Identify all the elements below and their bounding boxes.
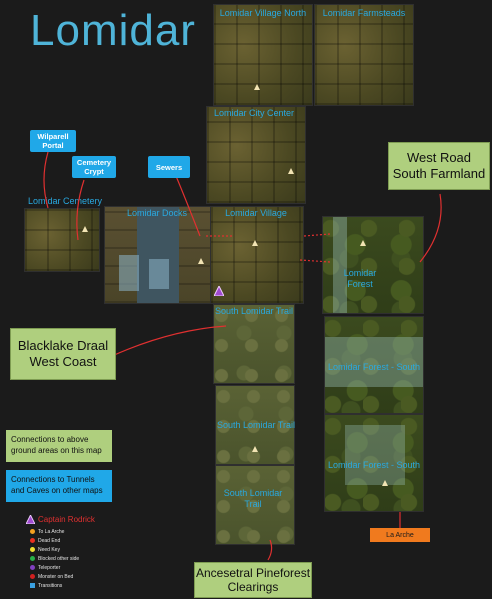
tile-forest[interactable] [322, 216, 424, 314]
exit-marker [288, 168, 294, 174]
tile-city-center[interactable] [206, 106, 306, 204]
tile-village[interactable] [210, 206, 304, 304]
label-docks: Lomidar Docks [126, 208, 188, 218]
legend-item: Monster on Bed [30, 573, 73, 581]
tile-docks[interactable] [104, 206, 212, 304]
legend-item: Blocked other side [30, 555, 79, 563]
ground-ancestral-pineforest-clearings[interactable]: Ancesetral Pineforest Clearings [194, 562, 312, 598]
orange-dot-icon [30, 529, 35, 535]
legend-tunnel-connections: Connections to Tunnels and Caves on othe… [6, 470, 112, 502]
label-forest: Lomidar Forest [343, 268, 377, 289]
tile-south-trail-1[interactable] [213, 304, 295, 384]
label-village: Lomidar Village [225, 208, 287, 218]
yellow-dot-icon [30, 547, 35, 553]
exit-marker [252, 446, 258, 452]
la-arche-link[interactable]: La Arche [370, 528, 430, 542]
exit-marker [252, 240, 258, 246]
exit-marker [82, 226, 88, 232]
tile-farmsteads[interactable] [314, 4, 414, 106]
ground-west-road-south-farmland[interactable]: West Road South Farmland [388, 142, 490, 190]
exit-marker [198, 258, 204, 264]
tunnel-wilparell-portal[interactable]: Wilparell Portal [30, 130, 76, 152]
legend-ground-connections: Connections to above ground areas on thi… [6, 430, 112, 462]
tile-cemetery[interactable] [24, 208, 100, 272]
legend-item: To La Arche [30, 528, 64, 536]
exit-marker [254, 84, 260, 90]
legend-item: Teleporter [30, 564, 60, 572]
legend-item: Dead End [30, 537, 60, 545]
label-forest-south-2: Lomidar Forest - South [327, 460, 421, 470]
label-city-center: Lomidar City Center [213, 108, 295, 118]
transition-square-icon [30, 583, 35, 589]
tile-village-north[interactable] [213, 4, 313, 106]
tunnel-sewers[interactable]: Sewers [148, 156, 190, 178]
label-forest-south-1: Lomidar Forest - South [327, 362, 421, 372]
tunnel-cemetery-crypt[interactable]: Cemetery Crypt [72, 156, 116, 178]
label-village-north: Lomidar Village North [219, 8, 307, 18]
tile-forest-south-1[interactable] [324, 316, 424, 414]
captain-legend-icon [26, 515, 35, 524]
legend-item: Need Key [30, 546, 60, 554]
tile-forest-south-2[interactable] [324, 414, 424, 512]
label-south-trail-2: South Lomidar Trail [216, 420, 296, 430]
label-south-trail-1: South Lomidar Trail [214, 306, 294, 316]
ground-blacklake-draal-west-coast[interactable]: Blacklake Draal West Coast [10, 328, 116, 380]
legend-item: Transitions [30, 582, 62, 590]
captain-marker-icon [214, 286, 224, 296]
monster-dot-icon [30, 574, 35, 580]
purple-dot-icon [30, 565, 35, 571]
label-cemetery: Lomidar Cemetery [27, 196, 103, 206]
legend-captain-label: Captain Rodrick [38, 515, 95, 524]
red-dot-icon [30, 538, 35, 544]
exit-marker [360, 240, 366, 246]
label-farmsteads: Lomidar Farmsteads [322, 8, 406, 18]
green-dot-icon [30, 556, 35, 562]
exit-marker [382, 480, 388, 486]
tile-south-trail-3[interactable] [215, 465, 295, 545]
map-title: Lomidar [30, 6, 196, 55]
label-south-trail-3: South Lomidar Trail [223, 488, 283, 509]
